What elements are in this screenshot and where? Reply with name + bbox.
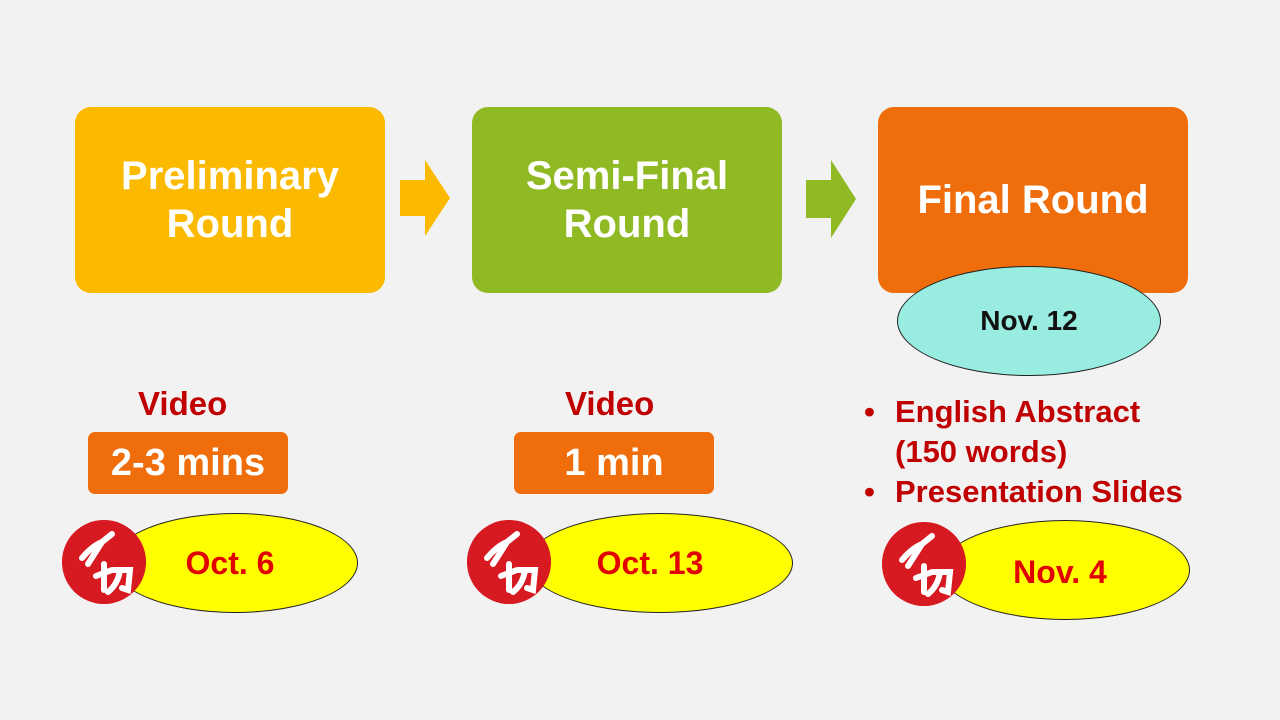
- final-requirement-line: Presentation Slides: [895, 474, 1183, 509]
- deadline-stamp-icon: [62, 520, 146, 604]
- bullet-icon: •: [864, 394, 875, 429]
- stage-preliminary-line-2: Round: [166, 202, 294, 246]
- bullet-icon: •: [864, 474, 875, 509]
- final-deadline: Nov. 4: [882, 520, 1192, 620]
- preliminary-video-label: Video: [138, 385, 228, 422]
- final-date-text: Nov. 12: [980, 305, 1078, 336]
- semifinal-duration-badge: 1 min: [514, 432, 714, 494]
- preliminary-duration-text: 2-3 mins: [110, 441, 266, 484]
- stage-final-line-1: Final Round: [917, 178, 1149, 222]
- final-requirement-item: • English Abstract (150 words): [864, 392, 1183, 472]
- deadline-stamp-icon: [882, 522, 966, 606]
- preliminary-deadline: Oct. 6: [62, 513, 362, 613]
- final-requirements-list: • English Abstract (150 words) • Present…: [864, 392, 1183, 512]
- stage-semifinal-round: Semi-Final Round: [472, 107, 782, 293]
- preliminary-deadline-ellipse: Oct. 6: [112, 513, 358, 613]
- semifinal-video-label: Video: [565, 385, 655, 422]
- semifinal-duration-text: 1 min: [564, 441, 664, 484]
- stage-preliminary-round: Preliminary Round: [75, 107, 385, 293]
- preliminary-duration-badge: 2-3 mins: [88, 432, 288, 494]
- arrow-right-icon: [806, 160, 856, 238]
- final-requirement-item: • Presentation Slides: [864, 472, 1183, 512]
- preliminary-deadline-text: Oct. 6: [185, 544, 275, 581]
- stage-semifinal-line-2: Round: [563, 202, 691, 246]
- final-deadline-ellipse: Nov. 4: [940, 520, 1190, 620]
- final-requirement-line: (150 words): [895, 434, 1068, 469]
- semifinal-deadline-text: Oct. 13: [596, 544, 704, 581]
- deadline-stamp-icon: [467, 520, 551, 604]
- final-deadline-text: Nov. 4: [1013, 553, 1107, 590]
- stage-final-round: Final Round: [878, 107, 1188, 293]
- stage-semifinal-line-1: Semi-Final: [525, 154, 729, 198]
- semifinal-deadline-ellipse: Oct. 13: [527, 513, 793, 613]
- stage-preliminary-line-1: Preliminary: [121, 154, 339, 198]
- final-date-ellipse: Nov. 12: [897, 266, 1161, 376]
- final-requirement-line: English Abstract: [895, 394, 1141, 429]
- arrow-right-icon: [400, 160, 450, 236]
- semifinal-deadline: Oct. 13: [467, 513, 797, 613]
